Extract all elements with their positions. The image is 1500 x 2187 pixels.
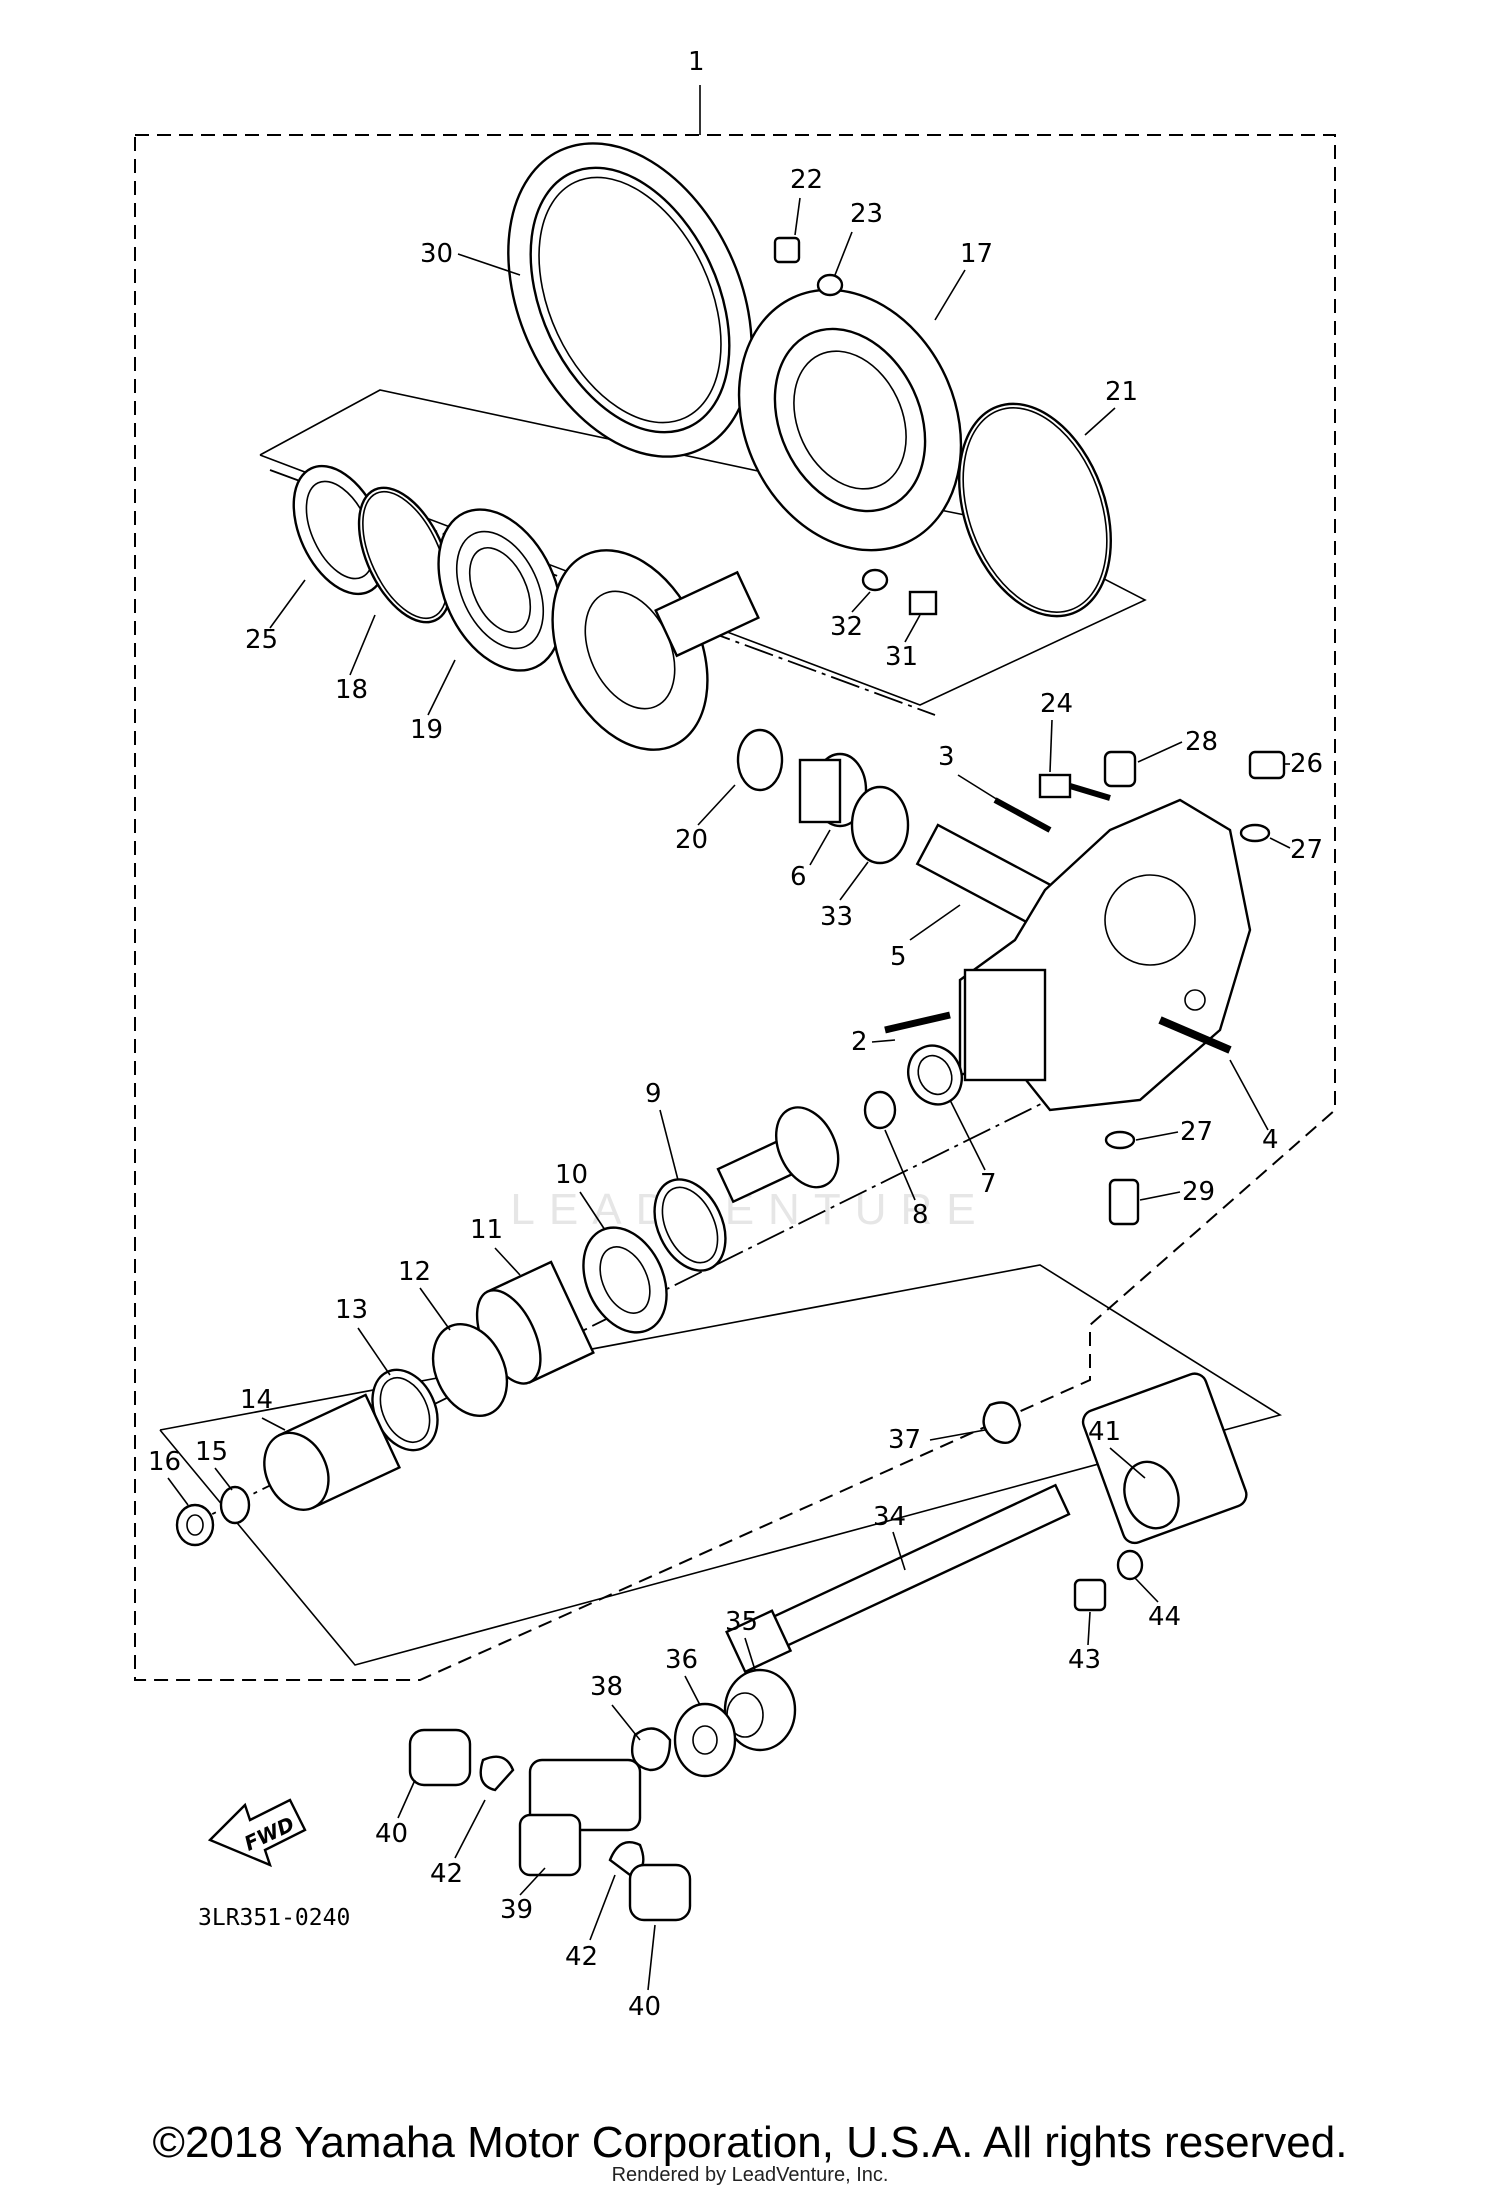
callout-6: 6 <box>790 862 807 892</box>
final-drive-housing <box>958 798 1252 1112</box>
callout-36: 36 <box>665 1645 698 1675</box>
lower-centerline <box>179 1049 1151 1531</box>
callout-39: 39 <box>500 1895 533 1925</box>
callout-5: 5 <box>890 942 907 972</box>
part-7-needle-bearing <box>907 1044 963 1106</box>
copyright-footer: ©2018 Yamaha Motor Corporation, U.S.A. A… <box>152 2118 1348 2167</box>
pinion-gear <box>716 1106 840 1204</box>
callout-9: 9 <box>645 1079 662 1109</box>
part-20-shim <box>736 728 784 792</box>
callout-27-bottom: 27 <box>1180 1117 1213 1147</box>
part-30-ring-seal <box>507 142 753 458</box>
part-24-bolt <box>1038 773 1111 801</box>
part-40-cap-lower <box>628 1863 692 1922</box>
callout-40-upper: 40 <box>375 1819 408 1849</box>
callout-22: 22 <box>790 165 823 195</box>
callout-23: 23 <box>850 199 883 229</box>
part-36-washer <box>673 1702 737 1778</box>
callout-31: 31 <box>885 642 918 672</box>
part-26-bolt <box>1248 750 1286 780</box>
callout-43: 43 <box>1068 1645 1101 1675</box>
callout-35: 35 <box>725 1607 758 1637</box>
fwd-arrow-icon: FWD <box>207 1798 307 1868</box>
ring-gear <box>551 549 760 751</box>
callout-42-upper: 42 <box>430 1859 463 1889</box>
callout-8: 8 <box>912 1200 929 1230</box>
callout-17: 17 <box>960 239 993 269</box>
part-18-circlip <box>357 486 453 624</box>
callout-14: 14 <box>240 1385 273 1415</box>
part-37-clip <box>982 1401 1022 1445</box>
callout-38: 38 <box>590 1672 623 1702</box>
assembly-boundary <box>134 134 1336 1681</box>
part-43-nut <box>1073 1578 1107 1612</box>
callout-3: 3 <box>938 742 955 772</box>
part-8-collar <box>863 1090 897 1130</box>
part-23-washer <box>816 273 844 297</box>
callout-2: 2 <box>851 1027 868 1057</box>
diagram-code: 3LR351-0240 <box>198 1905 350 1931</box>
part-15-washer <box>219 1485 251 1525</box>
part-27-gasket-bottom <box>1104 1130 1136 1150</box>
callout-1: 1 <box>688 47 705 77</box>
callout-13: 13 <box>335 1295 368 1325</box>
part-31-bolt <box>908 590 938 616</box>
callout-40-lower: 40 <box>628 1992 661 2022</box>
rendered-by-note: Rendered by LeadVenture, Inc. <box>611 2164 889 2186</box>
part-9-shim <box>653 1178 727 1272</box>
part-35-bearing <box>723 1668 797 1752</box>
callout-24: 24 <box>1040 689 1073 719</box>
callout-37: 37 <box>888 1425 921 1455</box>
callout-28: 28 <box>1185 727 1218 757</box>
callout-4: 4 <box>1262 1125 1279 1155</box>
part-12-o-ring <box>431 1322 509 1418</box>
callout-32: 32 <box>830 612 863 642</box>
callout-27-top: 27 <box>1290 835 1323 865</box>
part-42-circlip-upper <box>479 1755 515 1792</box>
callout-12: 12 <box>398 1257 431 1287</box>
part-28-plug <box>1103 750 1137 788</box>
part-19-bearing <box>437 508 563 672</box>
callout-34: 34 <box>873 1502 906 1532</box>
callout-16: 16 <box>148 1447 181 1477</box>
callout-19: 19 <box>410 715 443 745</box>
lower-subassembly-bracket <box>159 1264 1282 1666</box>
callout-11: 11 <box>470 1215 503 1245</box>
part-4-stud <box>1158 1016 1232 1054</box>
part-17-housing-cover <box>737 288 963 552</box>
part-16-nut <box>175 1503 215 1547</box>
part-32-washer <box>861 568 889 592</box>
part-3-stud <box>993 797 1052 833</box>
callout-26: 26 <box>1290 749 1323 779</box>
part-39-universal-joint <box>518 1758 642 1877</box>
part-14-coupling <box>263 1393 402 1511</box>
part-6-collar <box>798 752 868 828</box>
callout-20: 20 <box>675 825 708 855</box>
part-22-nut <box>773 236 801 264</box>
callout-7: 7 <box>980 1169 997 1199</box>
part-40-cap-upper <box>408 1728 472 1787</box>
part-2-stud <box>884 1011 951 1034</box>
part-34-drive-shaft <box>725 1483 1071 1674</box>
callout-25: 25 <box>245 625 278 655</box>
part-10-bearing <box>582 1226 668 1334</box>
part-27-gasket-top <box>1239 823 1271 843</box>
part-38-circlip <box>630 1727 672 1772</box>
part-21-o-ring <box>958 402 1112 618</box>
part-29-drain-bolt <box>1108 1178 1140 1226</box>
callout-30: 30 <box>420 239 453 269</box>
rear-flange <box>1081 1372 1248 1545</box>
callout-41: 41 <box>1088 1417 1121 1447</box>
part-44-washer <box>1116 1549 1144 1581</box>
callout-42-lower: 42 <box>565 1942 598 1972</box>
part-33-seal <box>850 785 910 865</box>
callout-10: 10 <box>555 1160 588 1190</box>
callout-15: 15 <box>195 1437 228 1467</box>
callout-44: 44 <box>1148 1602 1181 1632</box>
callout-33: 33 <box>820 902 853 932</box>
callout-21: 21 <box>1105 377 1138 407</box>
callout-18: 18 <box>335 675 368 705</box>
callout-29: 29 <box>1182 1177 1215 1207</box>
